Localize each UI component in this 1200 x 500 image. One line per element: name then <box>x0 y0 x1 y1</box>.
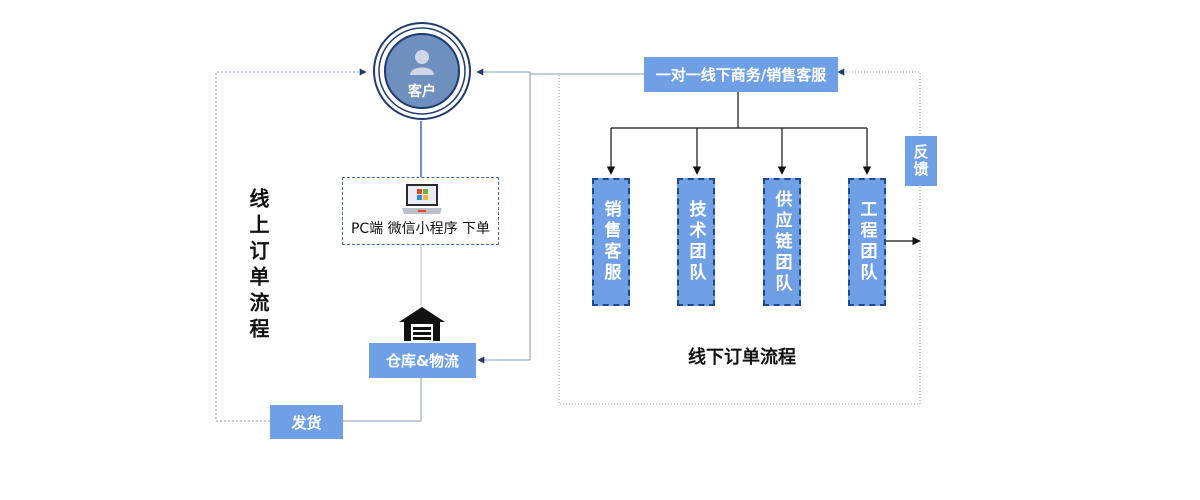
offline-section-title: 线下订单流程 <box>688 347 796 368</box>
online-order-box: PC端 微信小程序 下单 <box>342 177 499 245</box>
team-label: 销售客服 <box>600 200 621 284</box>
warehouse-icon <box>399 307 445 341</box>
warehouse-logistics-box: 仓库&物流 <box>369 343 476 378</box>
ship-box: 发货 <box>270 405 343 439</box>
service-label: 一对一线下商务/销售客服 <box>655 66 827 84</box>
service-box: 一对一线下商务/销售客服 <box>644 57 838 92</box>
team-label: 供应链团队 <box>771 189 792 295</box>
team-technical: 技术团队 <box>677 178 715 306</box>
offline-to-warehouse-line <box>477 74 531 364</box>
laptop-icon <box>402 184 442 214</box>
online-order-label: PC端 微信小程序 下单 <box>350 221 491 237</box>
client-label: 客户 <box>408 84 436 100</box>
offline-frame <box>558 68 921 405</box>
online-section-title: 线上订单流程 <box>246 188 270 344</box>
team-sales-service: 销售客服 <box>592 178 630 306</box>
online-loop-line <box>215 68 367 422</box>
warehouse-to-ship-line <box>343 378 422 422</box>
client-node: 客户 <box>372 21 472 121</box>
feedback-label: 反馈 <box>911 144 930 178</box>
team-label: 工程团队 <box>856 200 877 284</box>
feedback-box: 反馈 <box>905 136 937 186</box>
user-icon <box>410 50 434 75</box>
team-engineering: 工程团队 <box>848 178 886 306</box>
ship-label: 发货 <box>291 413 322 432</box>
team-label: 技术团队 <box>685 200 706 284</box>
team-supply-chain: 供应链团队 <box>763 178 801 306</box>
warehouse-logistics-label: 仓库&物流 <box>385 352 460 370</box>
